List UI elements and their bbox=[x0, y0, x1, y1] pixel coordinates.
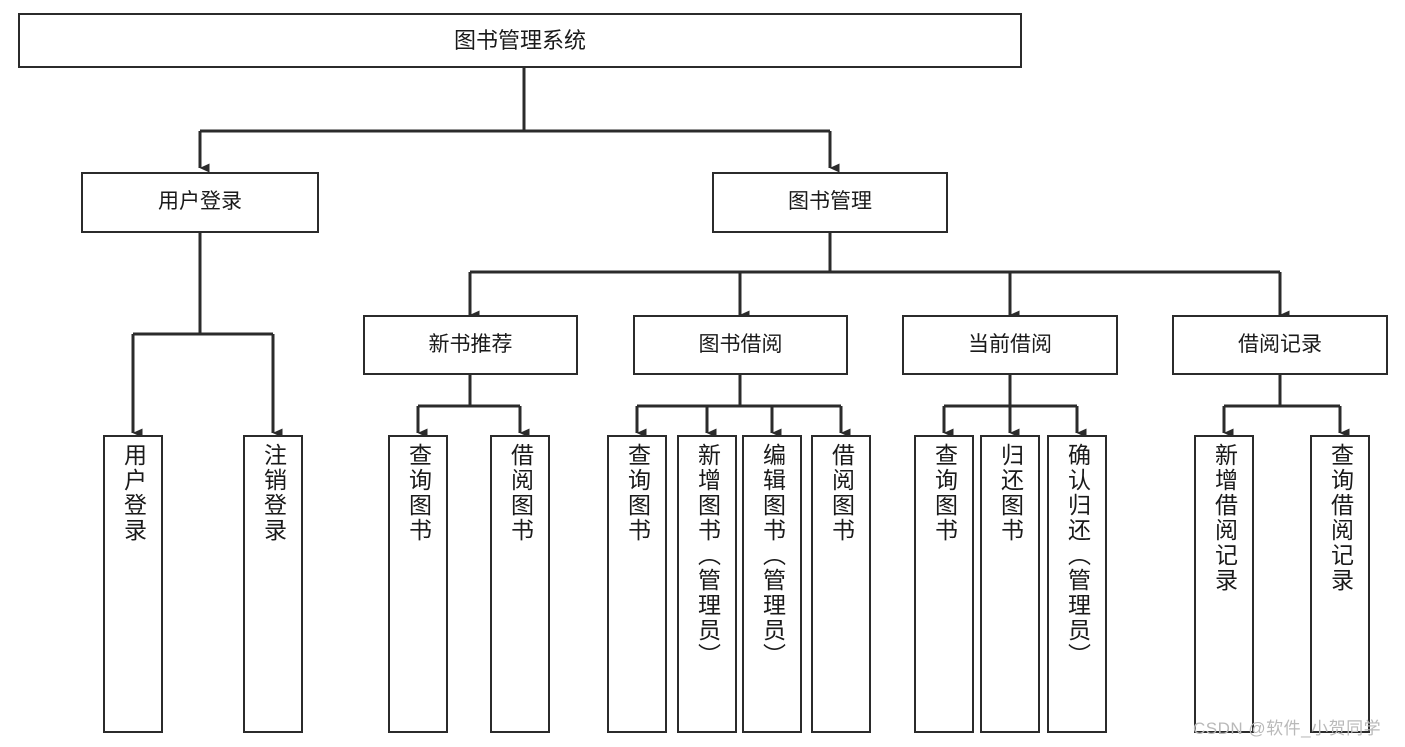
node-label: 图书管理系统 bbox=[453, 27, 586, 53]
node-label: 查询借阅记录 bbox=[1327, 443, 1354, 593]
node-current-borrow[interactable]: 当前借阅 bbox=[902, 315, 1118, 375]
node-label: 查询图书 bbox=[405, 443, 432, 543]
node-label: 图书管理 bbox=[788, 190, 872, 214]
node-label: 确认归还（管理员） bbox=[1064, 443, 1091, 668]
node-label: 注销登录 bbox=[260, 443, 287, 543]
leaf-logout[interactable]: 注销登录 bbox=[243, 435, 303, 733]
node-label: 借阅记录 bbox=[1238, 332, 1322, 356]
leaf-newbook-borrow-book[interactable]: 借阅图书 bbox=[490, 435, 550, 733]
node-label: 查询图书 bbox=[624, 443, 651, 543]
node-label: 借阅图书 bbox=[507, 443, 534, 543]
leaf-borrowrecord-add-record[interactable]: 新增借阅记录 bbox=[1194, 435, 1254, 733]
node-user-login[interactable]: 用户登录 bbox=[81, 172, 319, 233]
node-label: 新增借阅记录 bbox=[1211, 443, 1238, 593]
leaf-currentborrow-return-book[interactable]: 归还图书 bbox=[980, 435, 1040, 733]
node-label: 借阅图书 bbox=[828, 443, 855, 543]
leaf-bookborrow-query-book[interactable]: 查询图书 bbox=[607, 435, 667, 733]
node-label: 图书借阅 bbox=[698, 332, 783, 356]
leaf-user-login[interactable]: 用户登录 bbox=[103, 435, 163, 733]
node-label: 归还图书 bbox=[997, 443, 1024, 543]
leaf-bookborrow-borrow-book[interactable]: 借阅图书 bbox=[811, 435, 871, 733]
node-label: 编辑图书（管理员） bbox=[759, 443, 786, 668]
leaf-newbook-query-book[interactable]: 查询图书 bbox=[388, 435, 448, 733]
leaf-borrowrecord-query-record[interactable]: 查询借阅记录 bbox=[1310, 435, 1370, 733]
leaf-currentborrow-confirm-return-admin[interactable]: 确认归还（管理员） bbox=[1047, 435, 1107, 733]
node-label: 用户登录 bbox=[158, 190, 242, 214]
leaf-currentborrow-query-book[interactable]: 查询图书 bbox=[914, 435, 974, 733]
node-root-system[interactable]: 图书管理系统 bbox=[18, 13, 1022, 68]
node-label: 新增图书（管理员） bbox=[694, 443, 721, 668]
node-label: 当前借阅 bbox=[968, 332, 1052, 356]
csdn-watermark: CSDN @软件_小贺同学 bbox=[1193, 719, 1382, 738]
node-borrow-record[interactable]: 借阅记录 bbox=[1172, 315, 1388, 375]
leaf-bookborrow-edit-book-admin[interactable]: 编辑图书（管理员） bbox=[742, 435, 802, 733]
node-label: 用户登录 bbox=[120, 443, 147, 543]
node-label: 新书推荐 bbox=[428, 332, 513, 356]
leaf-bookborrow-add-book-admin[interactable]: 新增图书（管理员） bbox=[677, 435, 737, 733]
node-label: 查询图书 bbox=[931, 443, 958, 543]
node-new-book-recommend[interactable]: 新书推荐 bbox=[363, 315, 578, 375]
node-book-borrow[interactable]: 图书借阅 bbox=[633, 315, 848, 375]
node-book-manage[interactable]: 图书管理 bbox=[712, 172, 948, 233]
